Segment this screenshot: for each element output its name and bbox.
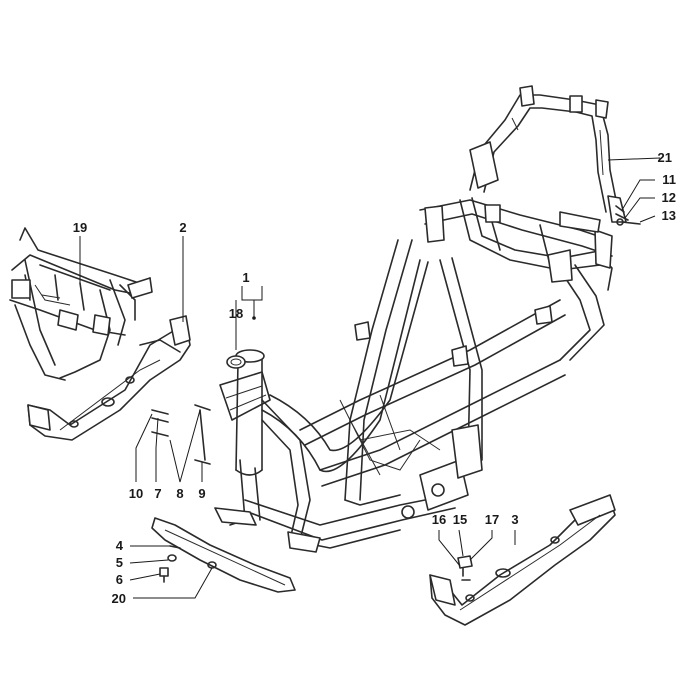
- callout-2: 2: [179, 220, 186, 235]
- rear-handle-hardware: [615, 205, 641, 226]
- callout-16: 16: [432, 512, 446, 527]
- callout-13: 13: [662, 208, 676, 223]
- callout-labels: 21 11 12 13 19 2 1 18 10 7 8 9 4 5 6 20 …: [73, 150, 676, 606]
- callout-3: 3: [511, 512, 518, 527]
- callout-15: 15: [453, 512, 467, 527]
- callout-21: 21: [658, 150, 672, 165]
- steering-ring: [226, 355, 246, 369]
- callout-18: 18: [229, 306, 243, 321]
- callout-7: 7: [154, 486, 161, 501]
- callout-8: 8: [176, 486, 183, 501]
- callout-6: 6: [116, 572, 123, 587]
- callout-5: 5: [116, 555, 123, 570]
- right-footrest-bracket: [429, 494, 616, 626]
- fastener-set-left: [159, 545, 181, 583]
- callout-19: 19: [73, 220, 87, 235]
- front-cradle-frame: [9, 227, 153, 381]
- fastener-set-headstock: [151, 404, 211, 465]
- callout-11: 11: [662, 172, 676, 187]
- rear-grab-handle: [469, 85, 627, 223]
- callout-20: 20: [112, 591, 126, 606]
- callout-1: 1: [242, 270, 249, 285]
- callout-17: 17: [485, 512, 499, 527]
- front-crossbar: [151, 517, 296, 593]
- leader-lines: [79, 157, 661, 599]
- left-footrest-bracket: [27, 315, 191, 441]
- callout-10: 10: [129, 486, 143, 501]
- callout-12: 12: [662, 190, 676, 205]
- callout-4: 4: [116, 538, 124, 553]
- main-frame: [214, 197, 613, 553]
- callout-9: 9: [198, 486, 205, 501]
